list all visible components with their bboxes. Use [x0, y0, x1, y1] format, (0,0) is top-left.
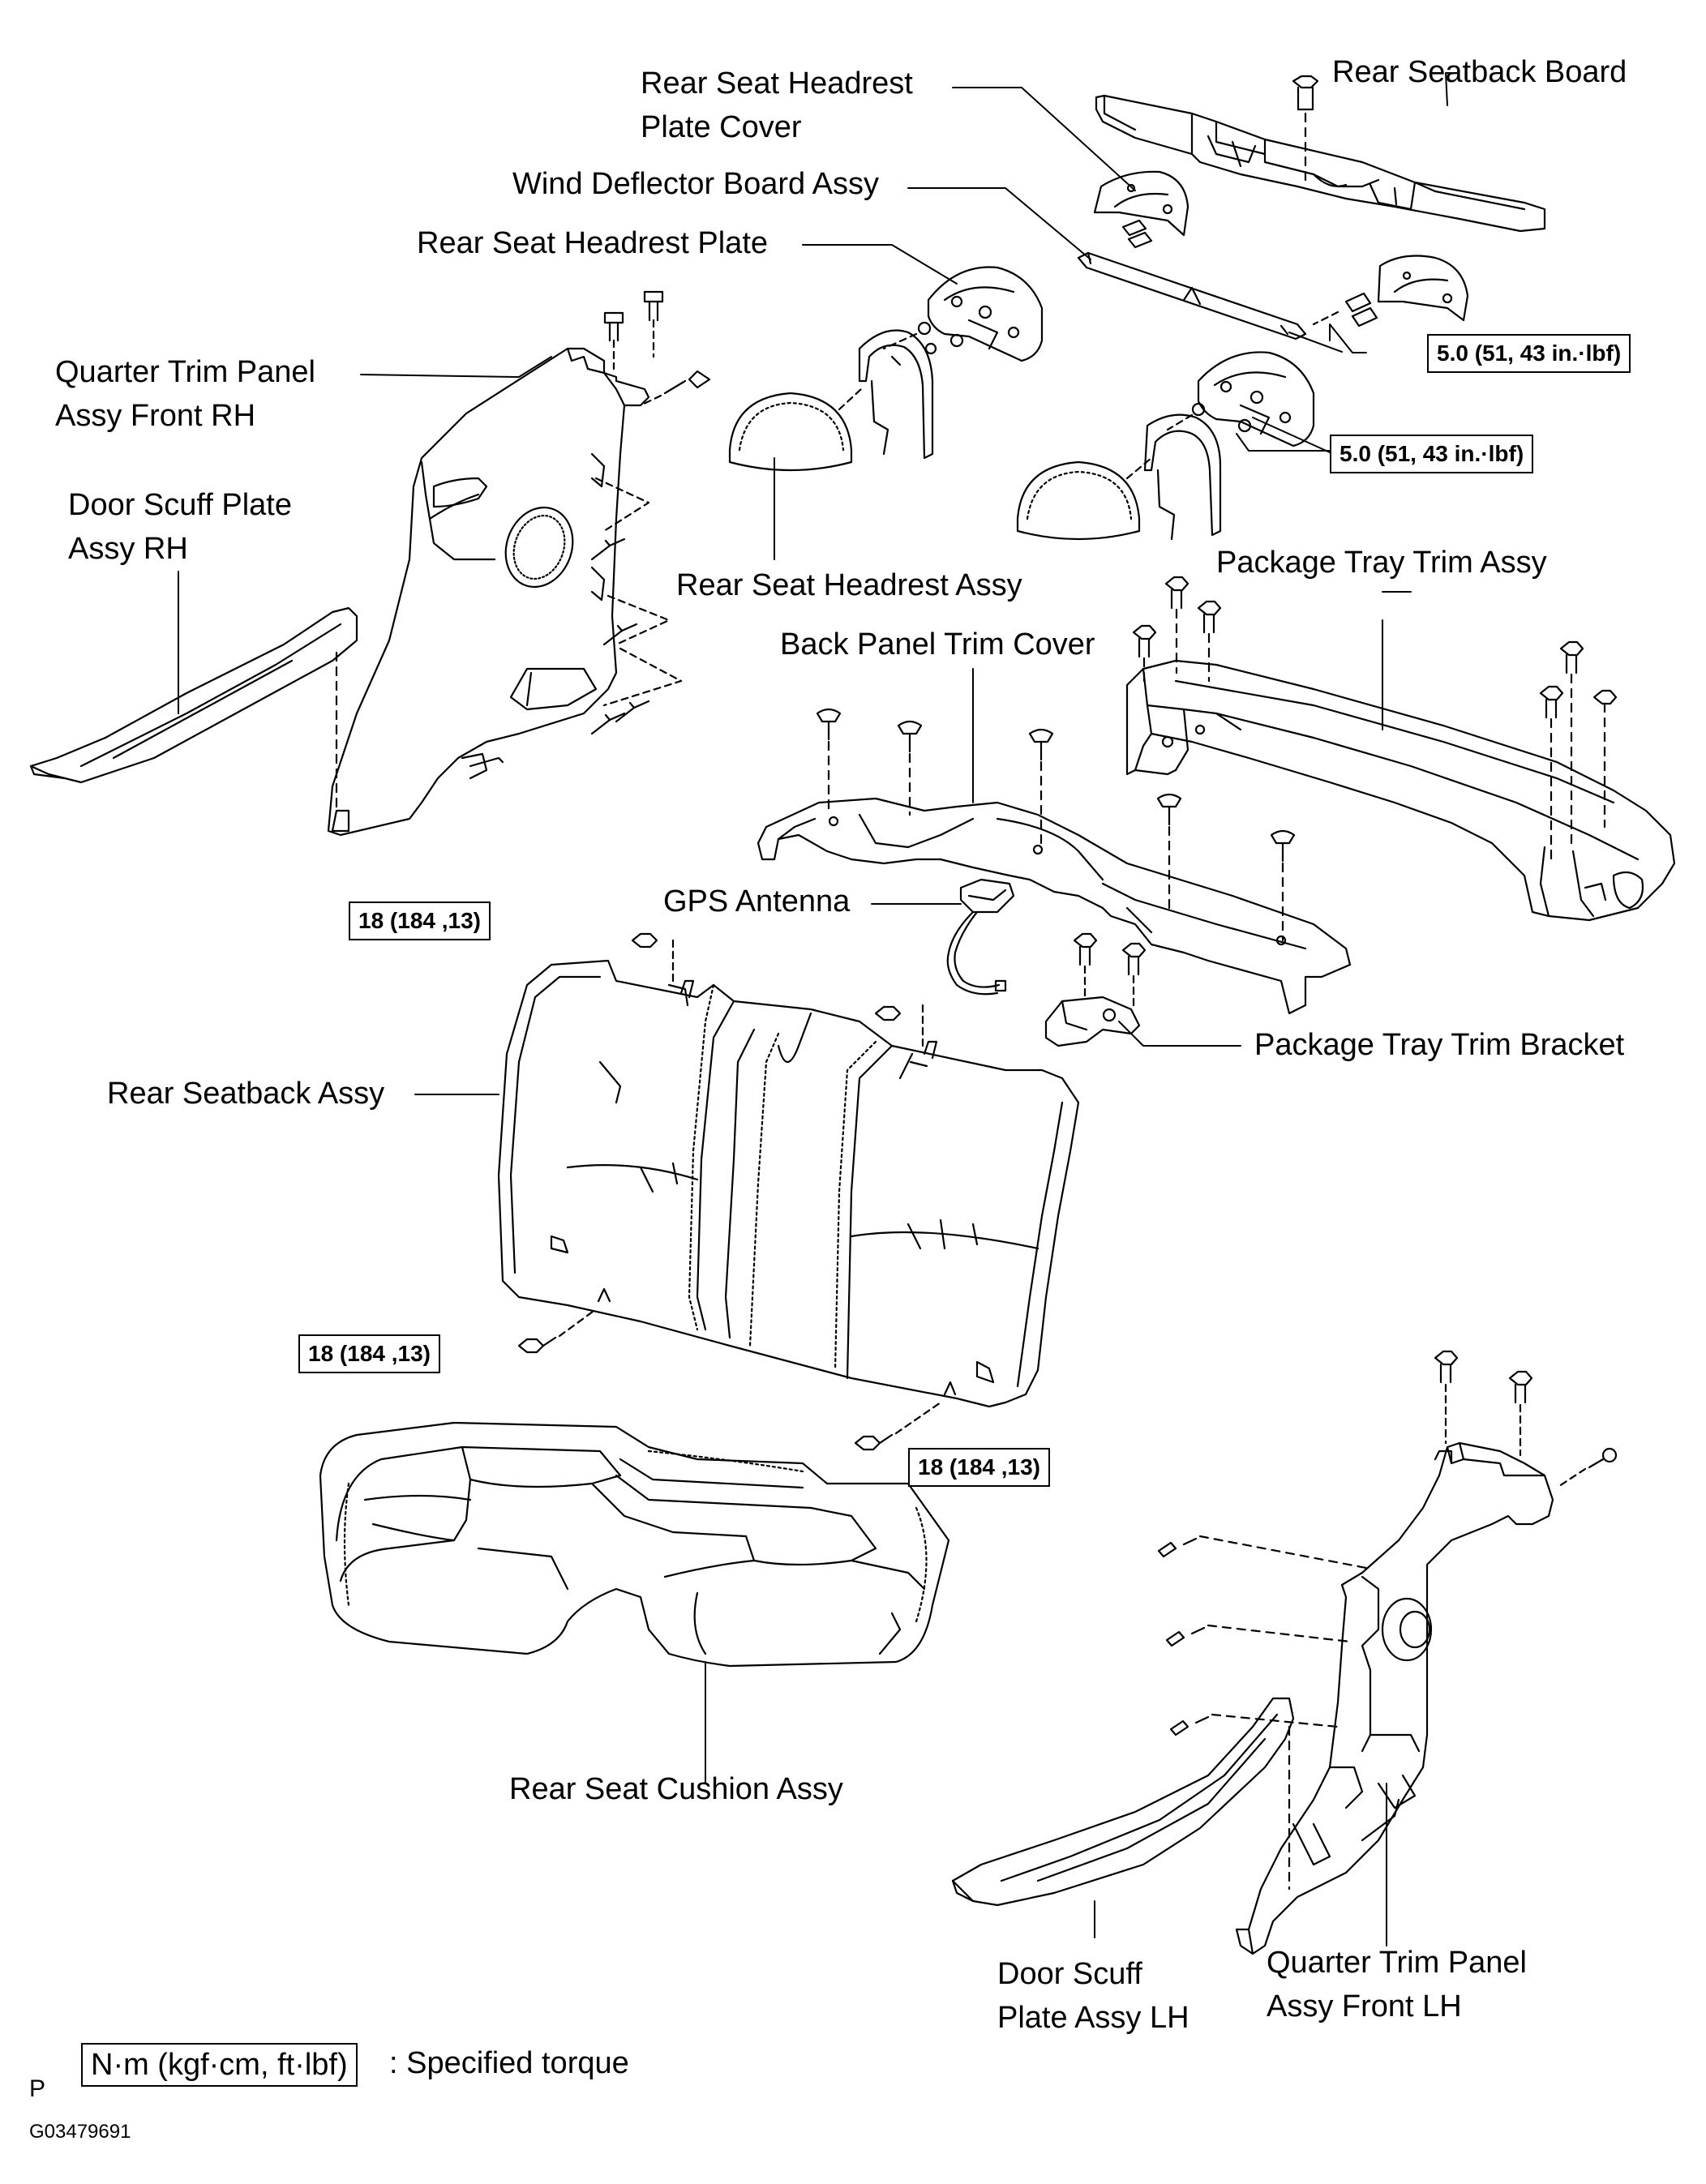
bolt-icon	[1134, 577, 1616, 859]
rear-seatback-assy-part	[499, 961, 1078, 1407]
label-headrest-plate: Rear Seat Headrest Plate	[417, 226, 769, 260]
label-rear-seat-cushion: Rear Seat Cushion Assy	[509, 1772, 843, 1806]
quarter-trim-panel-rh-part	[328, 349, 649, 835]
door-scuff-plate-lh-part	[953, 1698, 1293, 1905]
torque-spec-box: 5.0 (51, 43 in.·lbf)	[1330, 435, 1534, 473]
screw-icon	[1293, 76, 1318, 186]
torque-unit-legend-box: N·m (kgf·cm, ft·lbf)	[81, 2043, 358, 2087]
p-mark: P	[29, 2075, 46, 2102]
gps-antenna-part	[948, 880, 1014, 994]
label-wind-deflector: Wind Deflector Board Assy	[512, 167, 879, 201]
screw-icon	[592, 292, 709, 734]
rear-seat-cushion-part	[320, 1423, 949, 1666]
package-tray-trim-part	[1127, 661, 1674, 920]
label-gps-antenna: GPS Antenna	[663, 884, 851, 919]
torque-spec-box: 18 (184 ,13)	[349, 901, 491, 940]
bolt-icon	[519, 1309, 941, 1450]
clip-icon	[817, 709, 1294, 940]
headrest-plate-cover-part	[1095, 172, 1188, 235]
label-quarter-trim-lh: Quarter Trim Panel Assy Front LH	[1267, 1946, 1527, 2023]
leader-lines	[178, 73, 1451, 1946]
figure-code: G03479691	[29, 2121, 131, 2143]
torque-legend-text: : Specified torque	[389, 2046, 629, 2080]
bolt-icon	[1074, 934, 1145, 1005]
wind-deflector-board-part	[1078, 253, 1305, 339]
headrest-assy-part	[730, 389, 1151, 539]
label-rear-seatback-board: Rear Seatback Board	[1332, 55, 1627, 89]
headrest-frame-part	[859, 331, 1220, 540]
label-rear-seatback-assy: Rear Seatback Assy	[107, 1077, 385, 1111]
torque-spec-box: 18 (184 ,13)	[298, 1334, 440, 1373]
back-panel-trim-cover-part	[758, 799, 1350, 1013]
screw-icon	[1159, 1351, 1616, 1735]
label-package-tray-bracket: Package Tray Trim Bracket	[1254, 1028, 1625, 1062]
label-headrest-plate-cover: Rear Seat Headrest Plate Cover	[641, 66, 913, 144]
headrest-plate-lower-part	[1198, 352, 1314, 446]
label-headrest-assy: Rear Seat Headrest Assy	[676, 568, 1022, 602]
headrest-plate-cover-right-part	[1378, 256, 1468, 320]
quarter-trim-panel-lh-part	[1237, 1443, 1553, 1954]
label-door-scuff-rh: Door Scuff Plate Assy RH	[68, 488, 293, 566]
clip-icon	[1123, 221, 1377, 326]
nut-icon	[884, 323, 1250, 431]
nut-icon	[632, 934, 923, 1050]
label-quarter-trim-rh: Quarter Trim Panel Assy Front RH	[55, 355, 315, 433]
label-back-panel-trim-cover: Back Panel Trim Cover	[780, 627, 1095, 662]
torque-spec-box: 5.0 (51, 43 in.·lbf)	[1427, 334, 1631, 373]
package-tray-bracket-part	[1046, 997, 1139, 1046]
label-package-tray-trim: Package Tray Trim Assy	[1216, 546, 1547, 580]
rear-seatback-board-part	[1096, 96, 1545, 231]
torque-spec-box: 18 (184 ,13)	[908, 1448, 1050, 1487]
label-door-scuff-lh: Door Scuff Plate Assy LH	[997, 1957, 1189, 2035]
door-scuff-plate-rh-part	[31, 608, 357, 811]
headrest-plate-part	[928, 268, 1042, 362]
